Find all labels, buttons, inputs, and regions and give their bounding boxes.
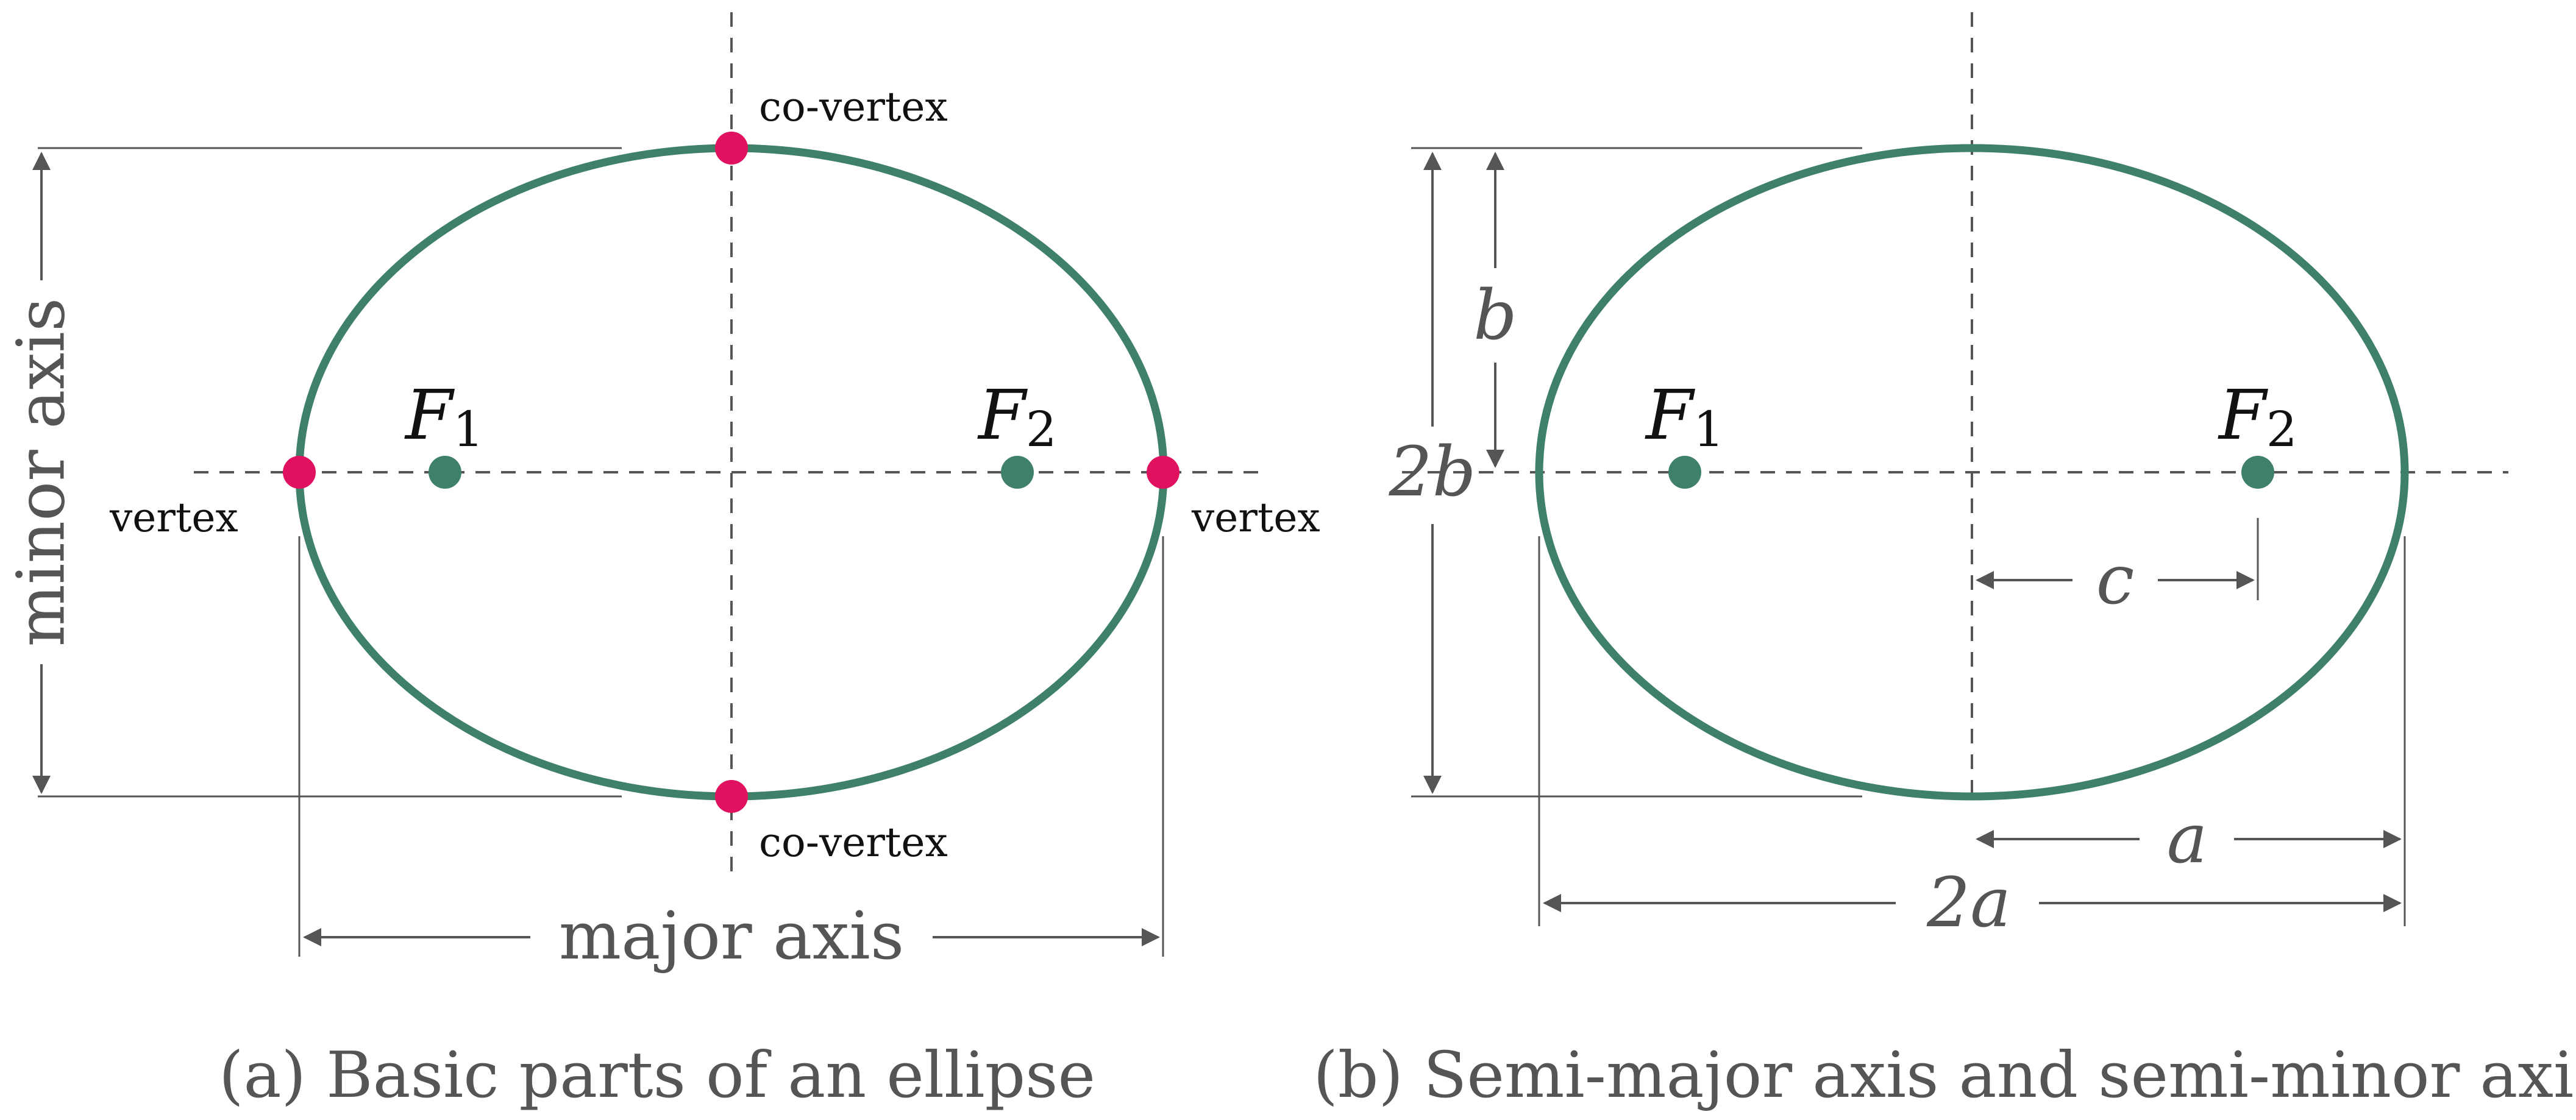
a-label: a [2167,799,2208,879]
two-a-label: 2a [1926,863,2011,943]
minor-axis-label: minor axis [4,298,80,647]
caption-b: (b) Semi-major axis and semi-minor axis [1313,1038,2576,1112]
panel-b: 2b b c a 2a F1 F2 (b) Semi-major axis an… [1313,12,2576,1112]
focus-1-point-b [1668,456,1701,489]
major-axis-label: major axis [559,898,905,974]
focus-1-label-a: F1 [404,376,484,458]
focus-1-point-a [429,456,461,489]
panel-a: minor axis major axis co-vertex co-verte… [4,12,1320,1112]
vertex-right-label: vertex [1191,494,1320,541]
focus-2-label-a: F2 [977,376,1057,458]
co-vertex-bottom-label: co-vertex [759,819,948,866]
c-label: c [2096,541,2135,620]
focus-2-label-b: F2 [2218,376,2297,458]
caption-a: (a) Basic parts of an ellipse [219,1038,1095,1112]
vertex-left-label: vertex [109,494,238,541]
co-vertex-bottom-point [715,780,748,813]
focus-2-point-b [2241,456,2274,489]
b-label: b [1473,276,1517,355]
vertex-right-point [1147,456,1179,489]
vertex-left-point [283,456,316,489]
co-vertex-top-point [715,132,748,165]
co-vertex-top-label: co-vertex [759,83,948,130]
focus-1-label-b: F1 [1645,376,1724,458]
focus-2-point-a [1001,456,1034,489]
two-b-label: 2b [1389,433,1476,512]
ellipse-b [1535,144,2409,801]
